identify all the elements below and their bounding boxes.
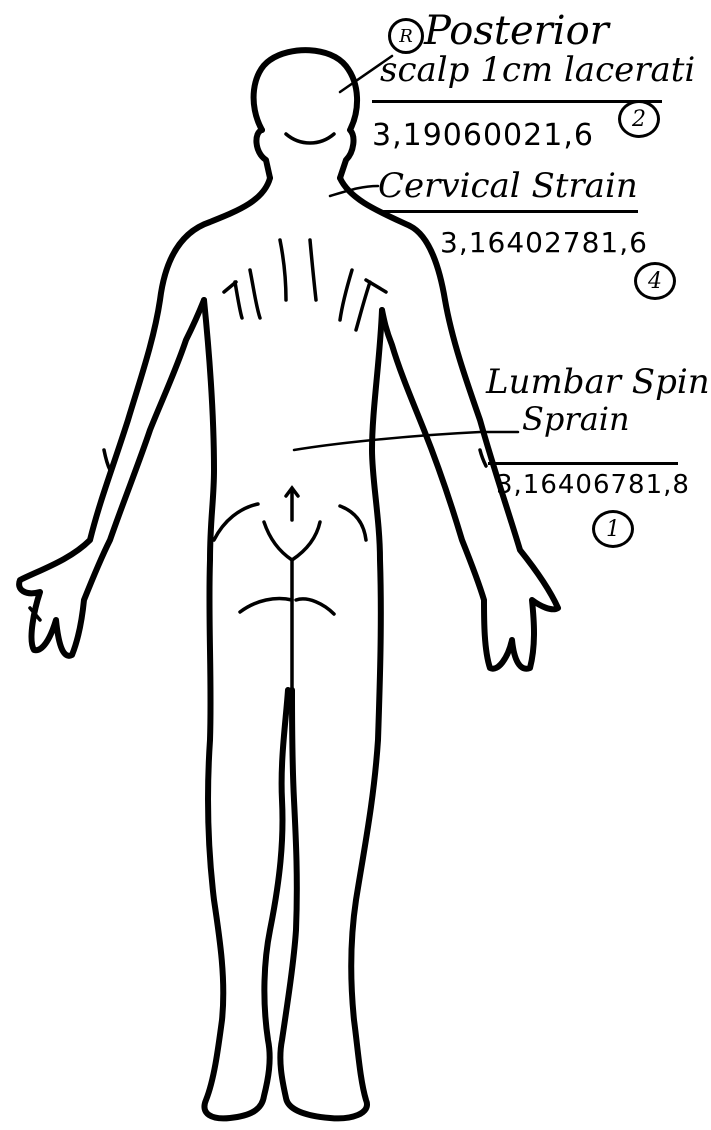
side-marker-circle: R xyxy=(388,18,424,54)
left-ear-outline xyxy=(256,130,270,178)
left-torso-leg-outline xyxy=(204,300,288,1118)
lumbar-annotation-line1: Lumbar Spine xyxy=(486,362,711,402)
cervical-priority-circle: 4 xyxy=(634,262,676,300)
cervical-annotation-rule xyxy=(378,210,638,213)
side-marker-label: R xyxy=(399,26,413,47)
scalp-annotation-rule xyxy=(372,100,662,103)
head-outline xyxy=(254,50,357,178)
scalp-annotation-code: 3,19060021,6 xyxy=(372,118,594,153)
cervical-priority-number: 4 xyxy=(648,269,662,294)
neck-crease xyxy=(286,134,334,143)
lumbar-annotation-line2: Sprain xyxy=(522,400,630,438)
scalp-priority-circle: 2 xyxy=(618,100,660,138)
lumbar-annotation-code: 3,16406781,8 xyxy=(496,470,690,500)
back-muscle-lines xyxy=(224,240,386,330)
lumbar-priority-circle: 1 xyxy=(592,510,634,548)
right-torso-leg-outline xyxy=(280,310,382,1118)
left-shoulder-arm-outline xyxy=(19,178,270,656)
cervical-annotation-code: 3,16402781,6 xyxy=(440,226,648,259)
scalp-annotation-line1: Posterior xyxy=(424,8,609,54)
scalp-annotation-line2: scalp 1cm lacerati xyxy=(380,50,695,90)
scalp-priority-number: 2 xyxy=(632,107,646,132)
cervical-annotation-line1: Cervical Strain xyxy=(378,166,638,206)
lumbar-annotation-rule xyxy=(488,462,678,465)
lumbar-priority-number: 1 xyxy=(606,517,620,542)
arm-detail-lines xyxy=(30,450,486,620)
gluteal-lines xyxy=(214,504,366,614)
spine-marker xyxy=(286,488,298,520)
